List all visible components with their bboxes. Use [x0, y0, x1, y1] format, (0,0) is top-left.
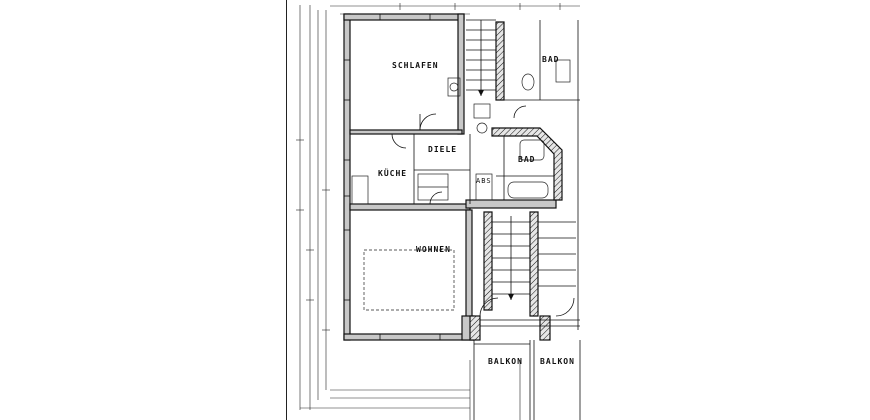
- room-label-bad-mid: BAD: [518, 155, 536, 164]
- room-label-balkon-right: BALKON: [540, 357, 575, 366]
- room-label-balkon-left: BALKON: [488, 357, 523, 366]
- balcony-outline: [473, 319, 581, 420]
- room-label-bad-top: BAD: [542, 55, 560, 64]
- stairs-top: [466, 19, 496, 96]
- hatched-walls: [469, 21, 563, 341]
- room-label-wohnen: WOHNEN: [416, 245, 451, 254]
- room-label-abs: ABS: [476, 177, 492, 185]
- door-swings: [391, 105, 575, 317]
- room-label-kueche: KÜCHE: [378, 169, 408, 178]
- room-label-diele: DIELE: [428, 145, 458, 154]
- dimension-lines-left: [296, 5, 330, 410]
- stairs-middle: [492, 216, 576, 300]
- dimension-lines-bottom: [300, 360, 521, 420]
- dimension-lines-top: [330, 3, 580, 15]
- fixtures: [351, 59, 571, 311]
- windows: [344, 14, 441, 340]
- outer-walls: [343, 13, 557, 341]
- room-label-schlafen: SCHLAFEN: [392, 61, 439, 70]
- interior-partitions: [413, 20, 580, 330]
